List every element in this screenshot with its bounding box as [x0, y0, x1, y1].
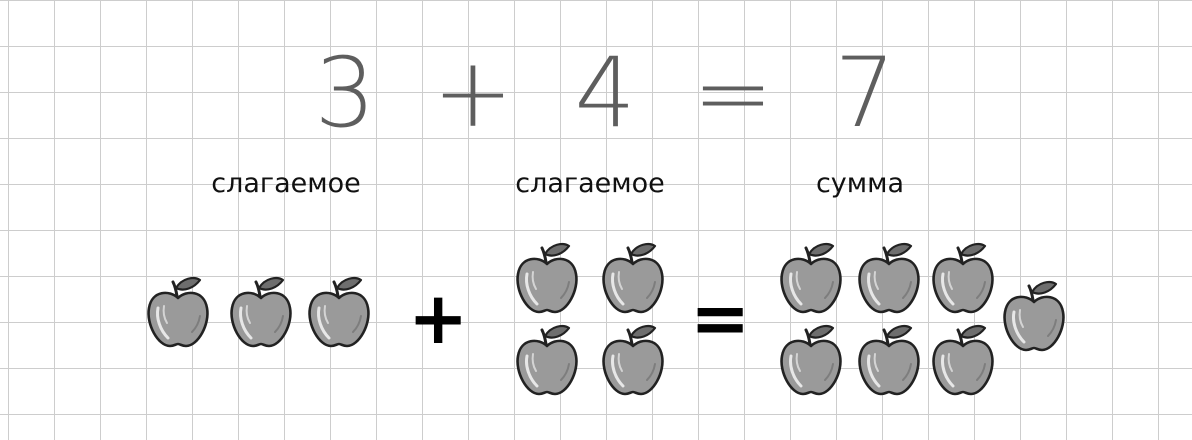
apple-icon: [932, 242, 994, 314]
apple-icon: [780, 242, 842, 314]
apple-icon: [932, 324, 994, 396]
apple-icon: [308, 276, 370, 348]
apple-icon: [147, 276, 209, 348]
equation-addend-1: 3: [314, 37, 376, 149]
label-addend-1: слагаемое: [211, 168, 361, 199]
apple-icon: [516, 242, 578, 314]
picture-equals-sign: =: [690, 276, 751, 360]
apple-icon: [780, 324, 842, 396]
label-sum: сумма: [815, 168, 905, 199]
equation-plus-sign: +: [432, 37, 514, 149]
apple-icon: [1003, 280, 1065, 352]
equation-sum: 7: [834, 37, 896, 149]
equation-equals-sign: =: [692, 37, 774, 149]
label-addend-2: слагаемое: [515, 168, 665, 199]
equation-addend-2: 4: [574, 37, 636, 149]
apple-icon: [602, 324, 664, 396]
apple-icon: [516, 324, 578, 396]
apple-icon: [858, 324, 920, 396]
picture-plus-sign: +: [408, 276, 469, 360]
apple-icon: [602, 242, 664, 314]
apple-icon: [230, 276, 292, 348]
apple-icon: [858, 242, 920, 314]
